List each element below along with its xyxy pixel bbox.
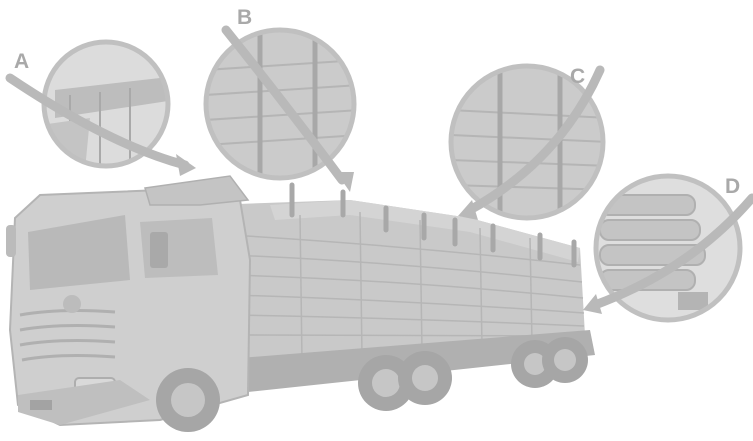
callout-a: A: [10, 40, 196, 180]
callout-c-label: C: [570, 65, 585, 88]
callout-c: C: [445, 62, 615, 232]
callout-d: D: [583, 170, 752, 330]
callout-d-label: D: [725, 175, 740, 198]
callout-b-label: B: [237, 6, 252, 29]
callout-a-label: A: [14, 50, 29, 73]
callout-b: B: [200, 6, 370, 195]
